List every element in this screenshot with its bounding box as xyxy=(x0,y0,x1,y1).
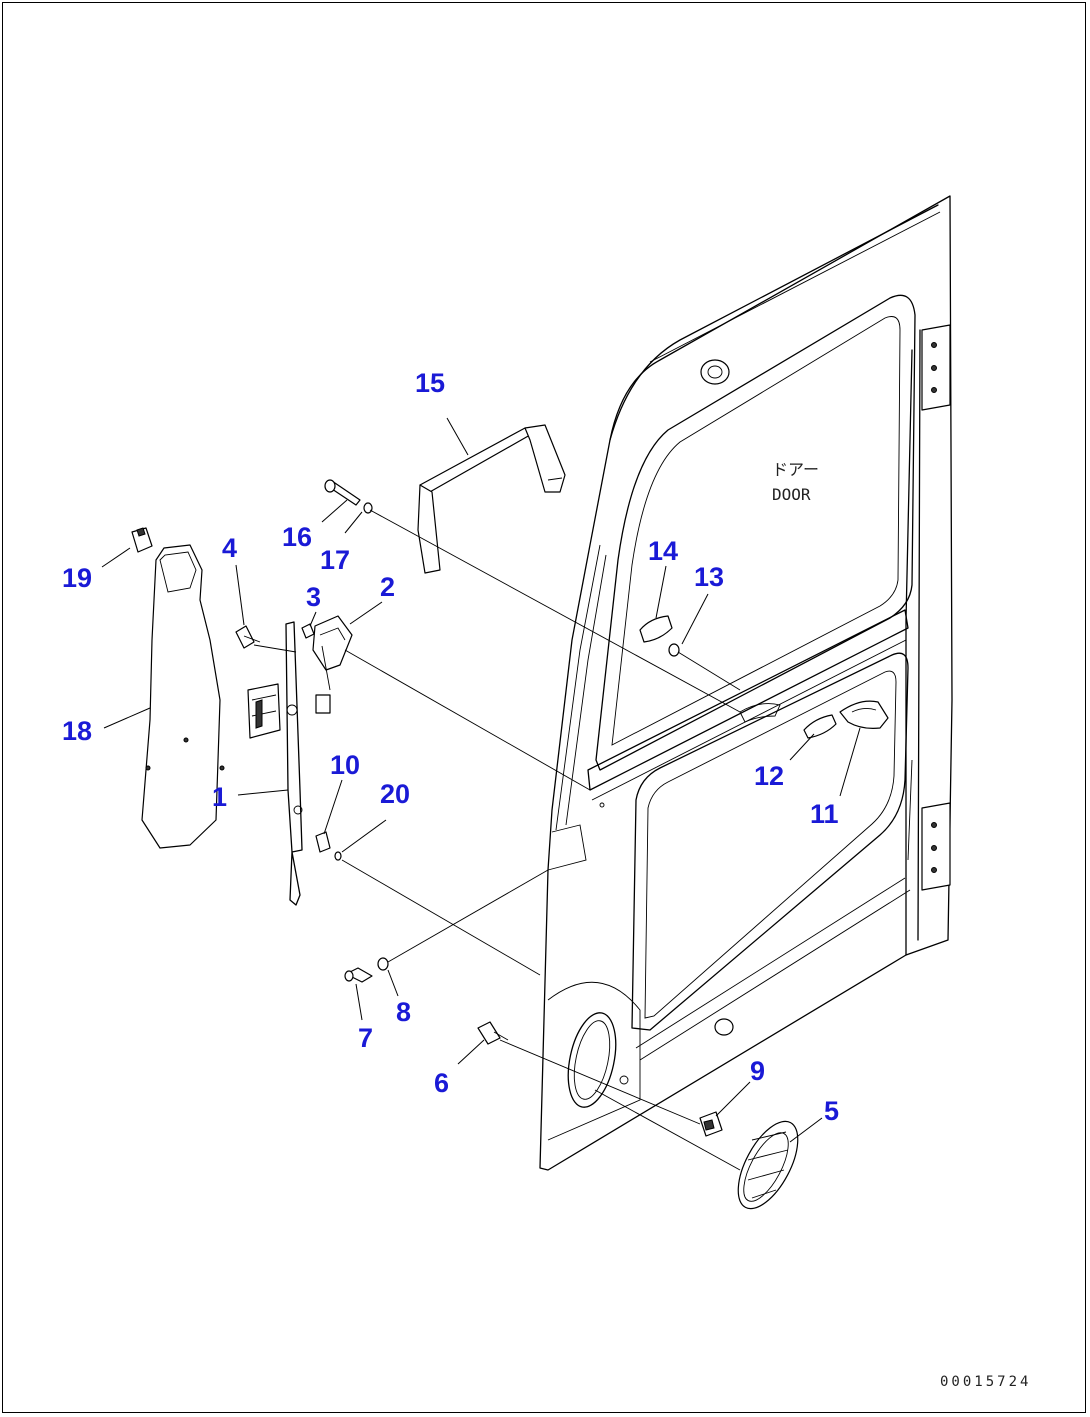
callout-numbers: 15 16 17 19 4 3 2 18 1 10 20 7 8 6 9 5 1… xyxy=(62,368,839,1126)
door-label-en: DOOR xyxy=(772,485,811,504)
callout-12: 12 xyxy=(754,761,784,791)
clip-19-part xyxy=(131,527,153,553)
callout-3: 3 xyxy=(306,582,321,612)
callout-15: 15 xyxy=(415,368,445,398)
bolt-3-part xyxy=(301,623,315,639)
drawing-number: 00015724 xyxy=(940,1374,1031,1390)
washer-20-part xyxy=(334,851,342,861)
screw-4-part xyxy=(235,625,261,649)
door-label-jp: ドアー xyxy=(772,460,819,479)
callout-2: 2 xyxy=(380,572,395,602)
leader-lines xyxy=(101,417,861,1143)
clip-9-part xyxy=(699,1111,723,1137)
screw-13-part xyxy=(668,643,680,657)
callout-10: 10 xyxy=(330,750,360,780)
assembly-lines xyxy=(253,509,741,1171)
washer-8-part xyxy=(377,957,389,971)
callout-9: 9 xyxy=(750,1056,765,1086)
door-panel: ドアー DOOR xyxy=(539,195,953,1171)
lock-2-part xyxy=(312,615,353,714)
lower-hinge xyxy=(921,802,951,891)
bolt-16-part xyxy=(324,479,361,506)
callout-17: 17 xyxy=(320,545,350,575)
lock-cover-18-part xyxy=(141,544,225,849)
screw-7-part xyxy=(344,967,373,983)
callout-5: 5 xyxy=(824,1096,839,1126)
callout-13: 13 xyxy=(694,562,724,592)
callout-20: 20 xyxy=(380,779,410,809)
callout-7: 7 xyxy=(358,1023,373,1053)
callout-4: 4 xyxy=(222,533,237,563)
callout-18: 18 xyxy=(62,716,92,746)
inner-handle-11-part xyxy=(839,700,889,729)
bolt-6-part xyxy=(477,1021,509,1045)
pad-14-part xyxy=(639,615,673,643)
washer-17-part xyxy=(363,502,373,514)
callout-11: 11 xyxy=(810,799,839,829)
callout-19: 19 xyxy=(62,563,92,593)
grip-handle-part xyxy=(417,424,566,574)
latch-rod-1-part xyxy=(247,621,303,906)
bolt-10-part xyxy=(315,831,331,853)
speaker-grille-5-part xyxy=(737,1120,799,1210)
callout-1: 1 xyxy=(212,782,227,812)
callout-8: 8 xyxy=(396,997,411,1027)
callout-16: 16 xyxy=(282,522,312,552)
cover-12-part xyxy=(803,714,837,739)
callout-14: 14 xyxy=(648,536,678,566)
upper-hinge xyxy=(921,324,951,411)
callout-6: 6 xyxy=(434,1068,449,1098)
